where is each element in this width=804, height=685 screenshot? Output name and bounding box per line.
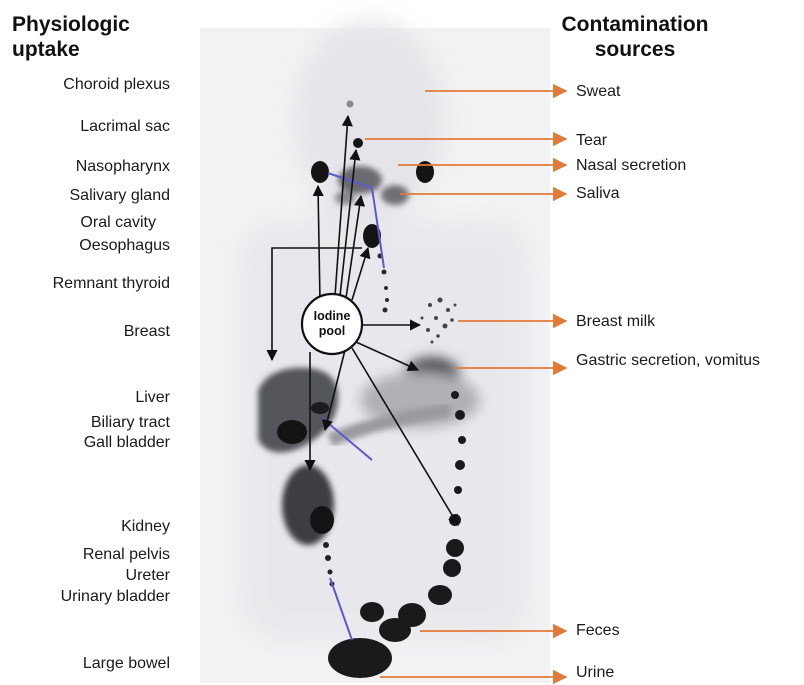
nasopharynx-left-hotspot [311, 161, 329, 183]
label-urine: Urine [576, 664, 614, 682]
label-ureter: Ureter [126, 567, 170, 585]
renal-pelvis-hotspot [310, 506, 334, 534]
label-feces: Feces [576, 622, 620, 640]
iodine-pool-line1: Iodine [314, 309, 351, 323]
gall-bladder-hotspot [277, 420, 307, 444]
label-oral-cavity: Oral cavity [80, 214, 156, 232]
label-gastric-secretion: Gastric secretion, vomitus [576, 352, 760, 370]
label-large-bowel: Large bowel [83, 655, 170, 673]
choroid-plexus-hotspot [347, 101, 354, 108]
label-salivary-gland: Salivary gland [70, 187, 171, 205]
iodine-pool-node: Iodine pool [302, 294, 362, 354]
label-choroid-plexus: Choroid plexus [63, 76, 170, 94]
label-lacrimal-sac: Lacrimal sac [80, 118, 170, 136]
label-urinary-bladder: Urinary bladder [61, 588, 170, 606]
label-tear: Tear [576, 132, 607, 150]
bladder-hotspot [328, 638, 392, 678]
label-gall-bladder: Gall bladder [84, 434, 170, 452]
label-saliva: Saliva [576, 185, 620, 203]
label-remnant-thyroid: Remnant thyroid [53, 275, 170, 293]
biliary-hotspot [311, 402, 329, 414]
label-liver: Liver [135, 389, 170, 407]
lacrimal-hotspot [353, 138, 363, 148]
label-kidney: Kidney [121, 518, 170, 536]
label-renal-pelvis: Renal pelvis [83, 546, 170, 564]
label-breast-milk: Breast milk [576, 313, 655, 331]
iodine-pool-line2: pool [319, 324, 345, 338]
label-nasopharynx: Nasopharynx [76, 158, 170, 176]
label-oesophagus: Oesophagus [79, 237, 170, 255]
label-breast: Breast [124, 323, 170, 341]
label-nasal-secretion: Nasal secretion [576, 157, 686, 175]
label-biliary-tract: Biliary tract [91, 414, 170, 432]
label-sweat: Sweat [576, 83, 620, 101]
